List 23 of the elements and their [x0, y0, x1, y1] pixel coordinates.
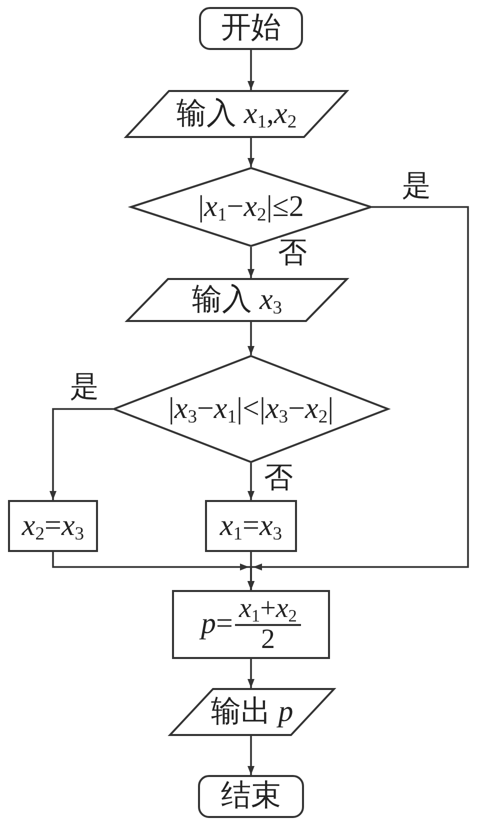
node-label: |x$_{1}$−x$_{2}$|≤2: [198, 190, 304, 224]
process-box: [8, 500, 98, 552]
edge-label: 是: [402, 171, 431, 203]
node-label: x$_{2}$=x$_{3}$: [22, 508, 84, 544]
node-label: x$_{1}$=x$_{3}$: [220, 508, 282, 544]
node-label: |x$_{3}$−x$_{1}$|<|x$_{3}$−x$_{2}$|: [168, 392, 334, 426]
edge-label: 是: [70, 372, 99, 404]
node-label: p=: [201, 607, 233, 642]
node-label: 输入 x$_{1}$,x$_{2}$: [176, 96, 297, 132]
io-parallelogram: [125, 90, 348, 138]
node-label: 输入 x$_{3}$: [192, 282, 282, 318]
node-label: 结束: [221, 779, 281, 814]
io-parallelogram: [126, 278, 348, 322]
node-label: 输出 p: [210, 694, 294, 730]
process-box: [205, 500, 297, 552]
decision-diamond: [113, 355, 389, 463]
process-box: [172, 590, 330, 659]
io-parallelogram: [169, 688, 335, 736]
node-label: 开始: [221, 11, 281, 46]
terminal-box: [198, 775, 304, 818]
fraction-denominator: 2: [260, 626, 275, 654]
fraction-numerator: x$_{1}$+x$_{2}$: [234, 595, 301, 626]
terminal-box: [199, 7, 303, 50]
